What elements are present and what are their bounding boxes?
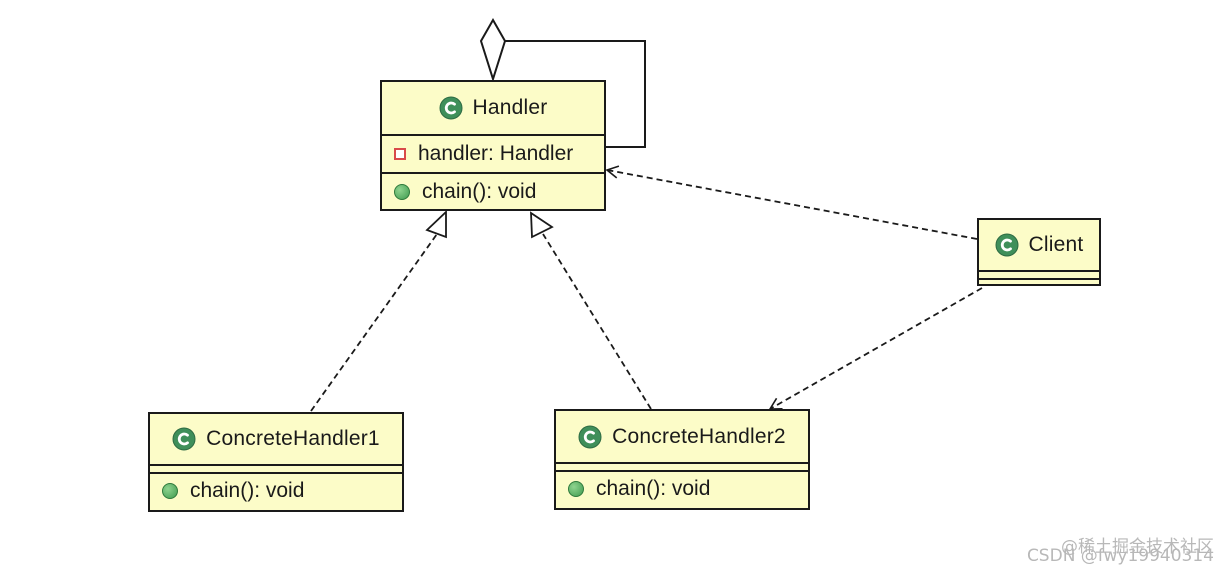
class-name: ConcreteHandler1 <box>206 427 380 450</box>
class-c-icon <box>578 425 602 448</box>
public-method-icon <box>568 481 584 497</box>
realization-triangle <box>530 211 554 239</box>
watermark-csdn: CSDN @fwy19940314 <box>1026 546 1214 566</box>
realization-edge-concrete2 <box>530 211 652 410</box>
empty-attribute-compartment <box>150 464 402 474</box>
realization-edge-concrete1 <box>310 209 447 412</box>
class-c-icon <box>172 427 196 451</box>
class-header: ConcreteHandler2 <box>556 411 808 462</box>
watermark-juejin: @稀土掘金技术社区 <box>1061 537 1214 557</box>
empty-attribute-compartment <box>556 462 808 472</box>
class-concrete-handler-2[interactable]: ConcreteHandler2 chain(): void <box>554 409 810 510</box>
realization-triangle <box>425 209 447 239</box>
aggregation-diamond <box>479 17 507 83</box>
class-c-icon <box>439 96 463 120</box>
public-method-icon <box>162 483 178 499</box>
aggregation-self-edge <box>479 17 646 148</box>
method-row[interactable]: chain(): void <box>556 472 808 506</box>
method-text: chain(): void <box>596 477 711 500</box>
public-method-icon <box>394 184 410 200</box>
class-name: Client <box>1028 233 1084 256</box>
dependency-edge-client-concrete2 <box>768 287 983 410</box>
empty-compartments <box>979 270 1099 280</box>
attribute-row[interactable]: handler: Handler <box>382 136 604 172</box>
dependency-edge-client-handler <box>605 165 978 240</box>
class-name: Handler <box>472 96 548 119</box>
class-header: ConcreteHandler1 <box>150 414 402 464</box>
class-divider <box>382 134 604 136</box>
class-name: ConcreteHandler2 <box>612 424 786 448</box>
class-header: Client <box>979 220 1099 270</box>
class-handler[interactable]: Handler handler: Handler chain(): void <box>380 80 606 211</box>
method-row[interactable]: chain(): void <box>150 474 402 508</box>
class-c-icon <box>995 233 1019 257</box>
class-divider <box>382 172 604 174</box>
class-header: Handler <box>382 82 604 134</box>
private-field-icon <box>394 148 406 160</box>
method-row[interactable]: chain(): void <box>382 174 604 210</box>
method-text: chain(): void <box>190 479 305 502</box>
method-text: chain(): void <box>422 180 537 203</box>
class-concrete-handler-1[interactable]: ConcreteHandler1 chain(): void <box>148 412 404 512</box>
attribute-text: handler: Handler <box>418 142 574 165</box>
class-client[interactable]: Client <box>977 218 1101 286</box>
